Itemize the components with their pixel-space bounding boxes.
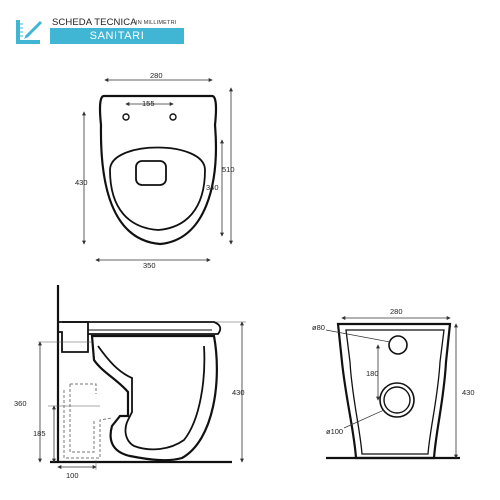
units-note: IN MILLIMETRI	[136, 20, 177, 26]
ruler-pencil-icon	[16, 20, 43, 44]
leader-outlet	[343, 409, 385, 429]
dim-width-bottom: 350	[143, 261, 156, 270]
sheet-title: SCHEDA TECNICA	[52, 17, 137, 28]
inlet-hole	[388, 335, 408, 355]
fixing-hole-left	[122, 113, 130, 121]
fixing-hole-right	[169, 113, 177, 121]
back-view: 280 180 ø80 ø100 430	[312, 307, 475, 460]
bowl-side-profile	[90, 334, 218, 462]
dim-100: 100	[66, 471, 79, 480]
bowl-inner-profile	[97, 345, 206, 451]
back-inner-outline	[345, 329, 445, 455]
side-view: 360 185 430 100	[14, 285, 246, 480]
dim-length-right: 510	[222, 165, 235, 174]
dim-430-side: 430	[232, 388, 245, 397]
outlet-hole-inner	[383, 386, 411, 414]
dim-center-distance: 180	[366, 369, 379, 378]
seat-opening	[109, 146, 206, 231]
dim-185: 185	[33, 429, 46, 438]
dim-360: 360	[14, 399, 27, 408]
drain-opening	[135, 160, 167, 186]
drain-pipe-dashed	[63, 383, 113, 459]
dim-height-back: 430	[462, 388, 475, 397]
seat-profile	[62, 321, 222, 335]
dim-hole-distance: 155	[142, 99, 155, 108]
wall-bracket	[58, 321, 89, 353]
dim-inlet-diameter: ø80	[312, 323, 325, 332]
dim-seat-depth: 340	[206, 183, 219, 192]
back-outline	[336, 322, 452, 460]
outlet-hole-outer	[379, 382, 415, 418]
dim-width-back: 280	[390, 307, 403, 316]
category-banner: SANITARI	[50, 28, 184, 44]
leader-inlet	[325, 329, 391, 343]
dim-width-top: 280	[150, 71, 163, 80]
dim-outlet-diameter: ø100	[326, 427, 343, 436]
bowl-outline	[98, 94, 218, 246]
dim-length-left: 430	[75, 178, 88, 187]
category-label: SANITARI	[89, 30, 145, 42]
top-view: 280 155 430 510 340 350	[75, 71, 235, 270]
